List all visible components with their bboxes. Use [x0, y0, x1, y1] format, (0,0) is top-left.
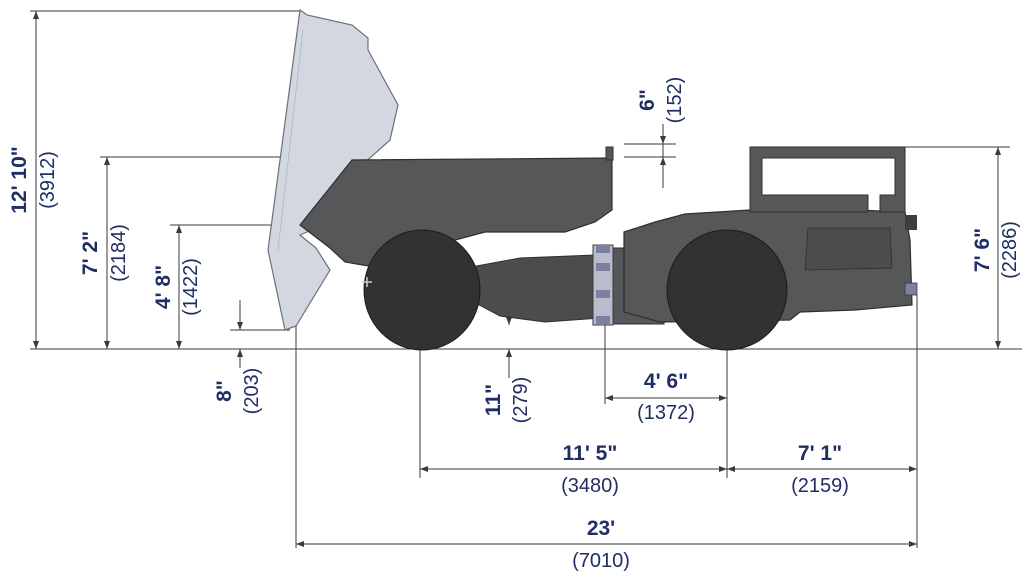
wheelbase-metric: (3480): [561, 475, 619, 497]
hitch-to-rear-axle-imperial: 4' 6": [644, 370, 688, 393]
front-tire: [362, 229, 481, 351]
label-box-height: 7' 2" (2184): [79, 224, 130, 282]
label-box-lip: 6" (152): [636, 77, 686, 124]
raised-height-metric: (3912): [37, 151, 59, 209]
rear-tire: [666, 229, 788, 351]
label-wheelbase: 11' 5" (3480): [561, 442, 619, 497]
dimension-lines: [30, 10, 1022, 548]
box-lip-imperial: 6": [636, 89, 659, 111]
label-rear-overhang: 7' 1" (2159): [791, 442, 849, 497]
cab-roof-frame: [749, 146, 906, 213]
label-cab-height: 7' 6" (2286): [971, 221, 1021, 279]
dump-hinge-height-metric: (1422): [180, 258, 202, 316]
overall-length-imperial: 23': [587, 517, 615, 540]
cab-height-imperial: 7' 6": [971, 228, 994, 272]
rear-overhang-metric: (2159): [791, 475, 849, 497]
raised-height-imperial: 12' 10": [8, 146, 31, 214]
label-raised-height: 12' 10" (3912): [8, 146, 59, 214]
cab-height-metric: (2286): [999, 221, 1021, 279]
underbody-clearance-imperial: 11": [482, 384, 505, 416]
dump-clearance-metric: (203): [241, 368, 263, 415]
box-height-metric: (2184): [108, 224, 130, 282]
label-overall-length: 23' (7010): [572, 517, 630, 572]
label-dump-hinge-height: 4' 8" (1422): [152, 258, 202, 316]
box-height-imperial: 7' 2": [79, 231, 102, 275]
lowered-dump-box: [299, 146, 614, 269]
hinge-coupling: [592, 244, 614, 326]
label-underbody-clearance: 11" (279): [482, 377, 532, 424]
hitch-to-rear-axle-metric: (1372): [637, 402, 695, 424]
dump-hinge-height-imperial: 4' 8": [152, 265, 175, 309]
dimension-arrows: [33, 11, 1001, 547]
wheelbase-imperial: 11' 5": [563, 442, 618, 465]
label-hitch-to-rear-axle: 4' 6" (1372): [637, 370, 695, 424]
rear-overhang-imperial: 7' 1": [798, 442, 842, 465]
underbody-clearance-metric: (279): [510, 377, 532, 424]
box-lip-metric: (152): [664, 77, 686, 124]
dump-clearance-imperial: 8": [213, 380, 236, 402]
label-dump-clearance: 8" (203): [213, 368, 263, 415]
overall-length-metric: (7010): [572, 550, 630, 572]
